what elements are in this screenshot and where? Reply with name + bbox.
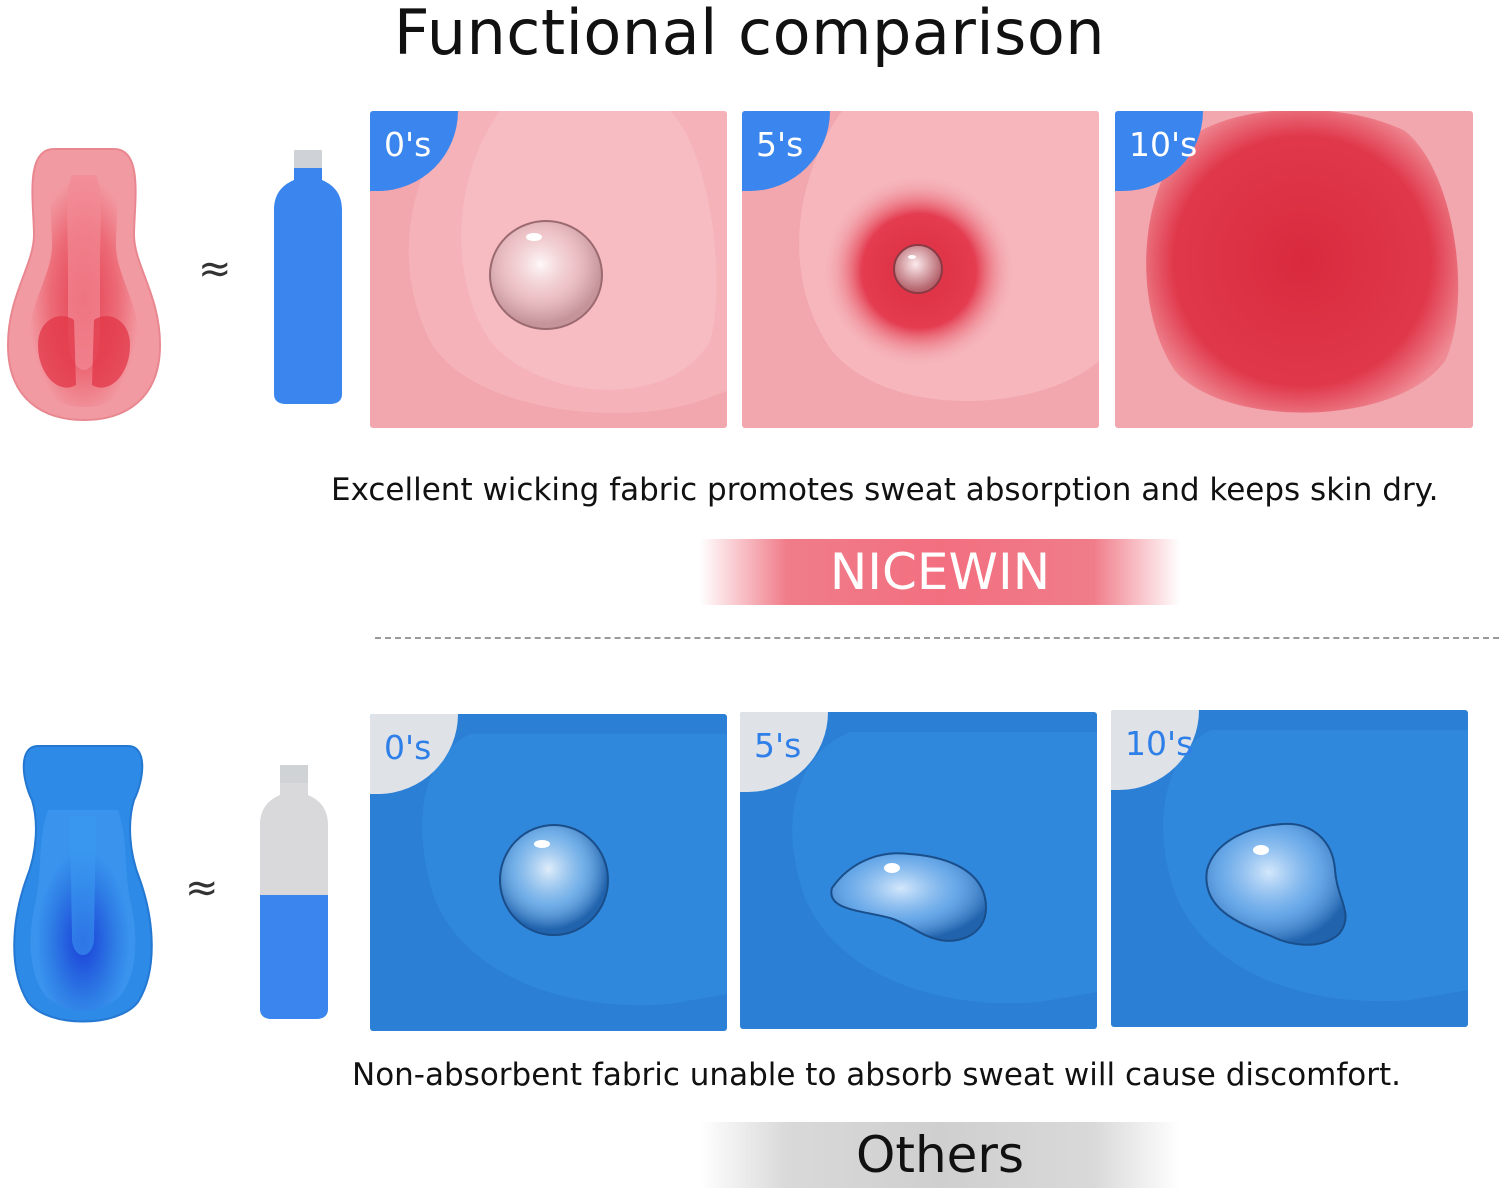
nicewin-pad-icon: [4, 145, 164, 425]
approx-symbol: ≈: [198, 246, 232, 292]
others-brand-label: Others: [700, 1122, 1180, 1188]
others-photo-5s: 5's: [740, 712, 1097, 1029]
approx-symbol-others: ≈: [185, 865, 219, 911]
section-divider: [375, 637, 1499, 639]
others-photo-10s: 10's: [1111, 710, 1468, 1027]
timepoint-label-10s: 10's: [1115, 111, 1203, 191]
nicewin-photo-0s: 0's: [370, 111, 727, 428]
others-caption: Non-absorbent fabric unable to absorb sw…: [352, 1057, 1402, 1093]
page-title: Functional comparison: [393, 0, 1106, 69]
others-pad-icon: [8, 740, 158, 1030]
nicewin-photo-10s: 10's: [1115, 111, 1473, 428]
nicewin-photo-5s: 5's: [742, 111, 1099, 428]
half-bottle-icon: [258, 765, 330, 1021]
others-photo-0s: 0's: [370, 714, 727, 1031]
full-bottle-icon: [272, 150, 344, 406]
nicewin-caption: Excellent wicking fabric promotes sweat …: [331, 472, 1439, 508]
nicewin-brand-label: NICEWIN: [700, 539, 1180, 605]
